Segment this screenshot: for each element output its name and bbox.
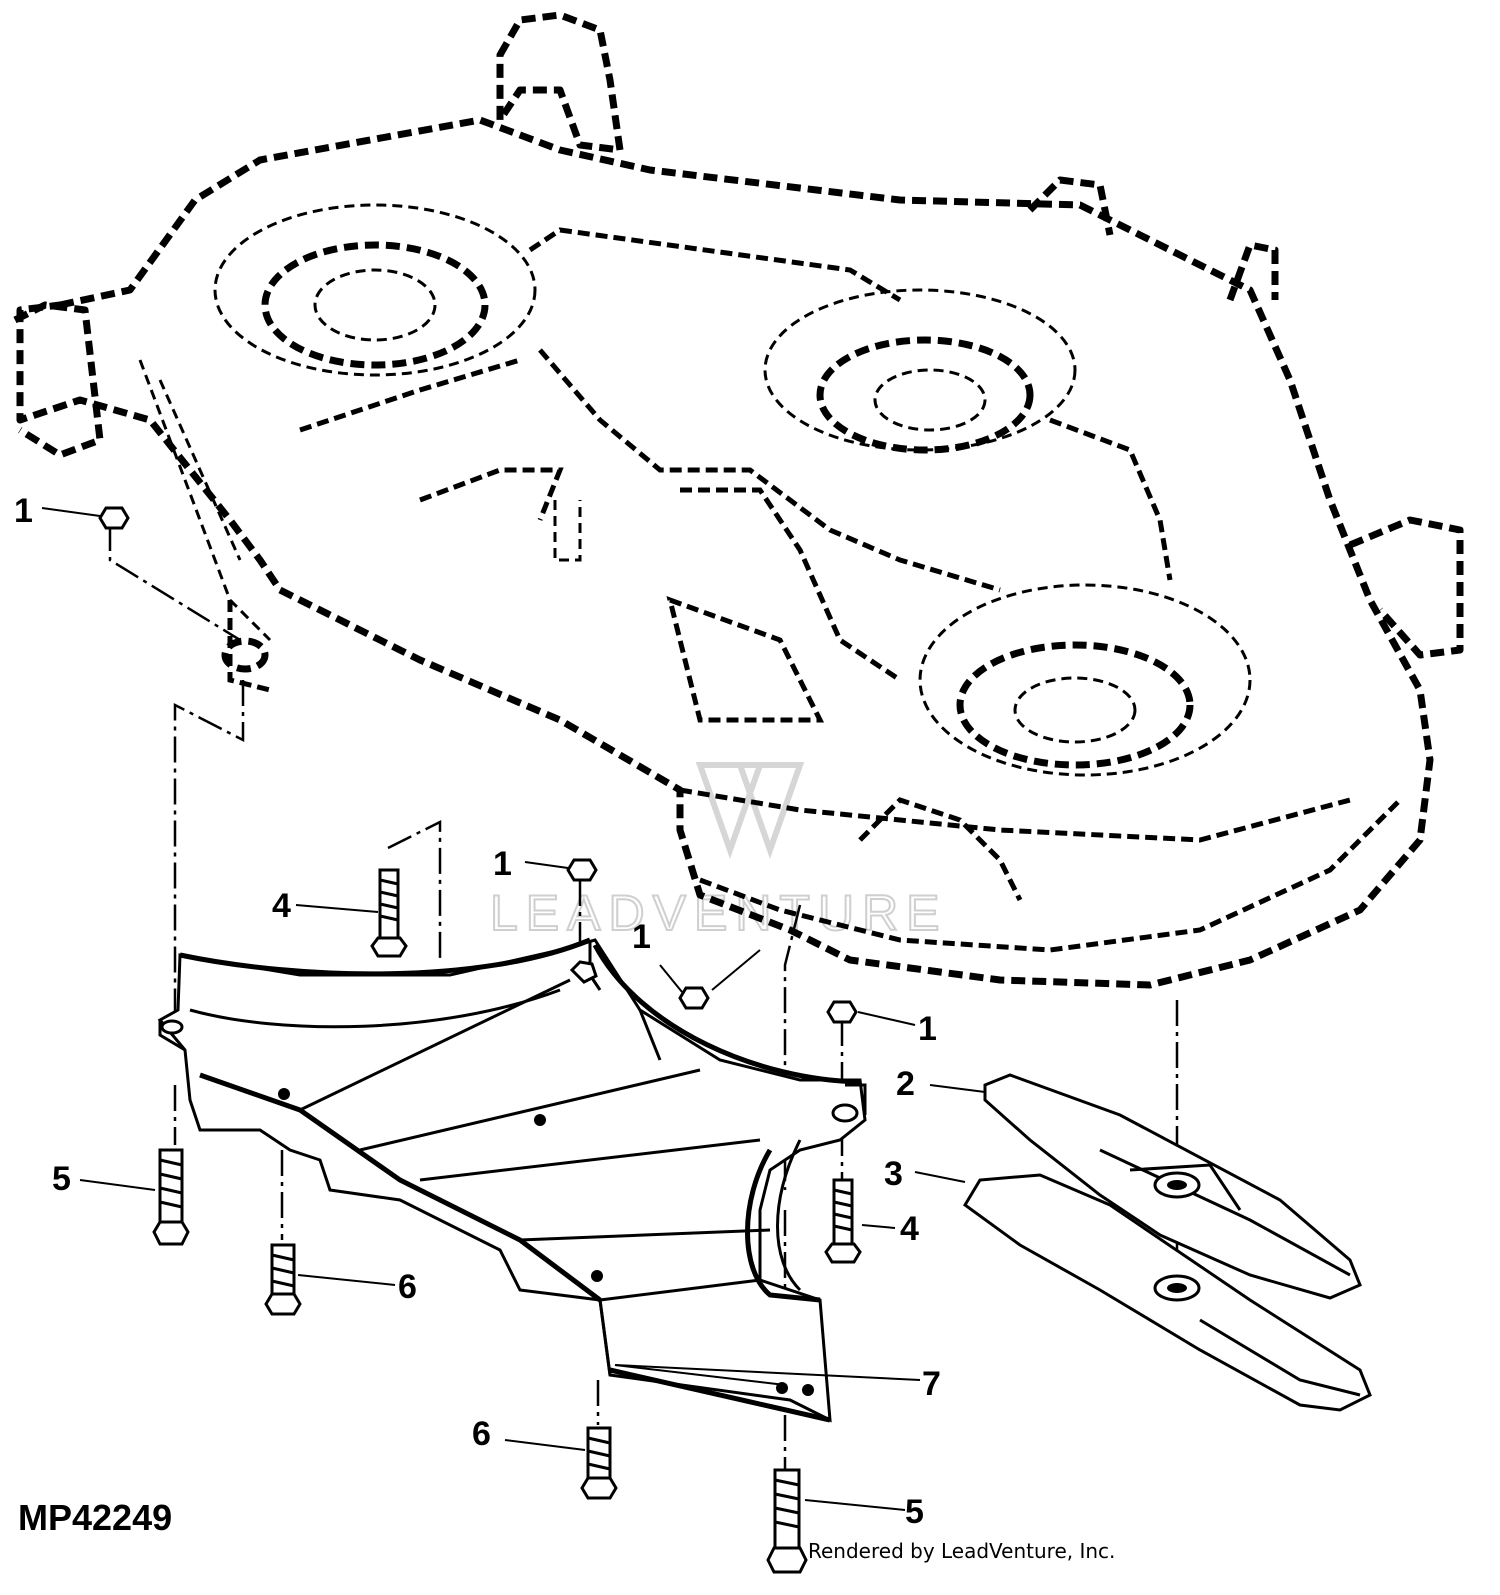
callout-1: 1 <box>493 845 512 883</box>
callout-4: 4 <box>900 1210 919 1248</box>
mower-deck <box>13 11 1464 989</box>
callout-2: 2 <box>896 1065 915 1103</box>
callout-4: 4 <box>272 887 291 925</box>
render-credit: Rendered by LeadVenture, Inc. <box>808 1539 1115 1563</box>
callout-3: 3 <box>884 1155 903 1193</box>
hex-nut <box>678 986 710 1010</box>
carriage-bolt <box>824 1178 862 1264</box>
callout-1: 1 <box>632 918 651 956</box>
callout-1: 1 <box>918 1010 937 1048</box>
callout-5: 5 <box>905 1493 924 1531</box>
watermark: LEADVENTURE <box>489 762 941 942</box>
hex-nut <box>98 506 130 530</box>
bolt-group <box>152 868 862 1574</box>
hex-bolt <box>766 1468 808 1574</box>
assembly-center-lines <box>108 525 1179 1470</box>
mower-blades <box>963 1073 1372 1412</box>
callout-6: 6 <box>398 1268 417 1306</box>
leader-lines <box>41 507 986 1511</box>
flange-bolt <box>580 1426 618 1500</box>
carriage-bolt <box>370 868 408 958</box>
mulch-baffle <box>157 937 867 1423</box>
hex-nut-group <box>98 506 858 1024</box>
callout-7: 7 <box>922 1365 941 1403</box>
standard-blade <box>963 1173 1372 1412</box>
callout-1: 1 <box>14 492 33 530</box>
mulching-blade <box>983 1073 1362 1300</box>
hex-nut <box>826 1000 858 1024</box>
hex-nut <box>566 858 598 882</box>
callout-5: 5 <box>52 1160 71 1198</box>
callout-labels: 1 1 1 1 2 3 4 4 5 5 6 6 7 <box>14 492 941 1531</box>
hex-bolt <box>152 1148 190 1246</box>
figure-id: MP42249 <box>18 1497 172 1538</box>
flange-bolt <box>264 1243 302 1316</box>
callout-6: 6 <box>472 1415 491 1453</box>
